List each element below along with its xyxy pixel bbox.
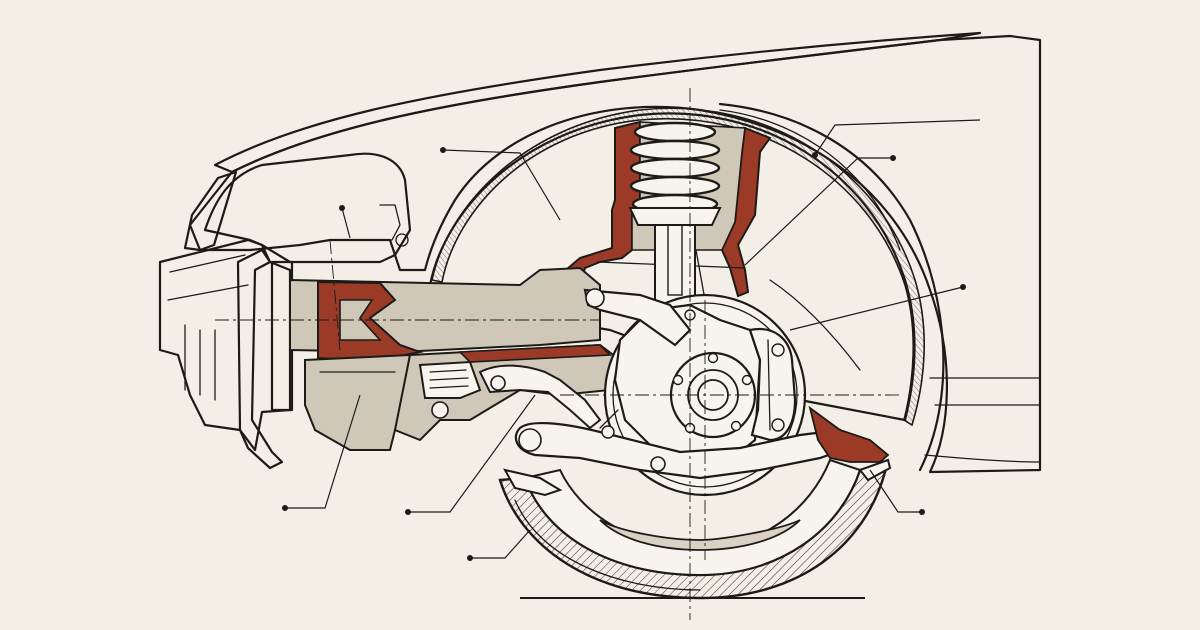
callout-wheel-liner [789, 284, 966, 331]
tie-rod [418, 360, 602, 430]
headlight-housing [183, 152, 412, 264]
fender-body [188, 31, 1042, 474]
center-lines [329, 88, 900, 620]
callout-inner-wheel-arch [440, 147, 561, 221]
splash-guard [503, 458, 892, 497]
callout-fender [812, 119, 981, 158]
callout-lower-arm-bushing [869, 469, 925, 515]
callout-tire [467, 529, 531, 561]
front-bumper [158, 238, 294, 470]
callout-tie-rod [405, 394, 536, 515]
tire [498, 458, 887, 600]
brake-caliper [748, 327, 797, 442]
crossmember [215, 266, 622, 451]
inner-wheel-arch [428, 107, 925, 427]
callout-subframe-mount [282, 394, 361, 511]
callout-headlight-housing [339, 205, 351, 239]
lower-control-arm [514, 405, 890, 480]
callout-strut-tower [744, 155, 896, 266]
callout-leaders [282, 119, 981, 561]
